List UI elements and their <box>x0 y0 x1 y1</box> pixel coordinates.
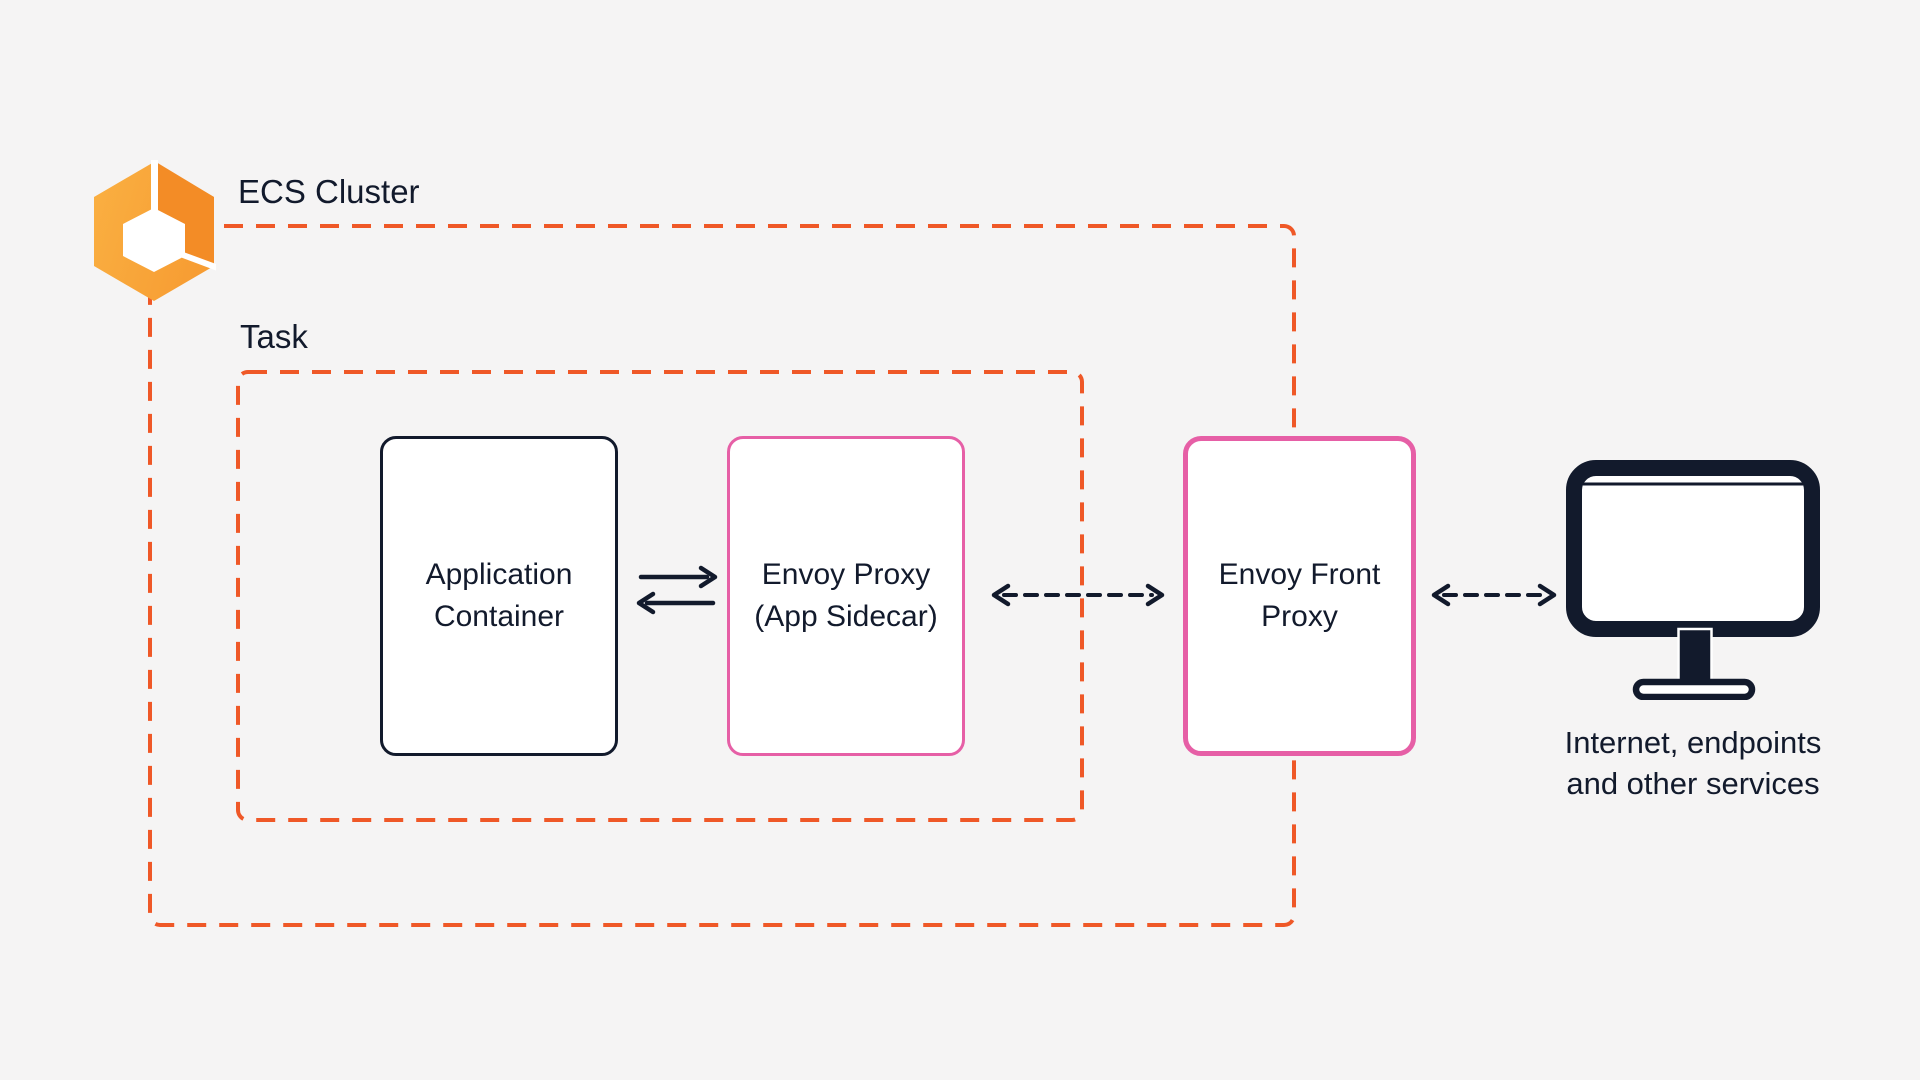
arrow-frontproxy-internet <box>1431 583 1557 607</box>
ecs-cluster-icon <box>94 160 216 301</box>
task-label: Task <box>240 318 308 355</box>
external-caption: Internet, endpoints and other services <box>1528 722 1858 804</box>
cluster-label: ECS Cluster <box>238 173 420 210</box>
monitor-icon <box>1566 460 1820 700</box>
node-envoy-front-proxy: Envoy Front Proxy <box>1183 436 1416 756</box>
arrow-app-to-sidecar <box>638 565 718 589</box>
ecs-inner-container <box>123 208 185 272</box>
arrow-sidecar-frontproxy <box>991 583 1165 607</box>
node-label-line: Envoy Front <box>1218 558 1381 591</box>
node-envoy-proxy-sidecar: Envoy Proxy (App Sidecar) <box>727 436 965 756</box>
node-label-line: Proxy <box>1261 600 1338 633</box>
node-label-line: (App Sidecar) <box>754 600 938 633</box>
monitor-screen <box>1566 460 1820 637</box>
monitor-base <box>1632 678 1756 700</box>
monitor-stand <box>1677 627 1713 685</box>
node-label-line: Envoy Proxy <box>761 558 931 591</box>
node-application-container: Application Container <box>380 436 618 756</box>
arrow-sidecar-to-app <box>636 591 716 615</box>
external-caption-line: Internet, endpoints <box>1564 725 1822 760</box>
ecs-hexagon-lid <box>156 162 214 263</box>
external-caption-line: and other services <box>1566 766 1820 801</box>
node-label-line: Application <box>425 558 573 591</box>
ecs-side-notch <box>181 252 216 271</box>
task-boundary <box>236 370 1084 822</box>
node-label-line: Container <box>433 600 565 633</box>
